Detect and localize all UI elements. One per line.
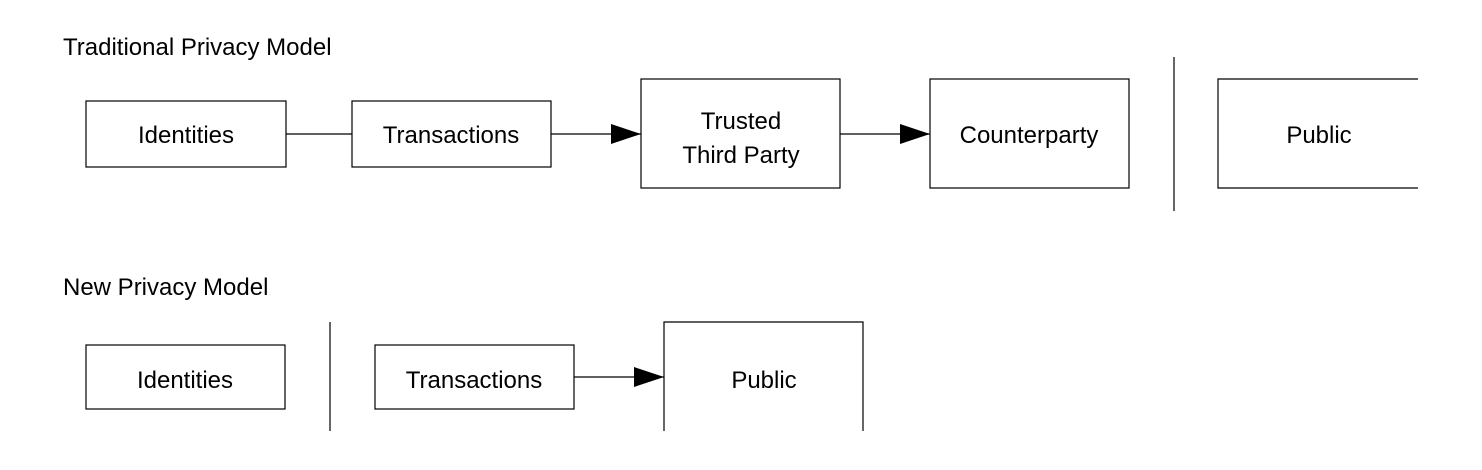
traditional-public-label: Public [1286, 122, 1351, 149]
counterparty-label: Counterparty [960, 122, 1099, 149]
traditional-transactions-label: Transactions [383, 122, 520, 149]
traditional-model-title: Traditional Privacy Model [63, 34, 332, 61]
new-public-box [663, 321, 864, 431]
new-transactions-label: Transactions [406, 367, 543, 394]
new-identities-label: Identities [137, 367, 233, 394]
trusted-third-party-box [640, 78, 841, 189]
traditional-public-box [1217, 78, 1418, 189]
new-model-title: New Privacy Model [63, 274, 268, 301]
new-identities-box [85, 344, 286, 410]
trusted-third-party-label-line1: Trusted [701, 108, 781, 135]
traditional-transactions-box [351, 100, 552, 168]
new-transactions-box [374, 344, 575, 410]
new-public-label: Public [731, 367, 796, 394]
counterparty-box [929, 78, 1130, 189]
traditional-identities-box [85, 100, 287, 168]
trusted-third-party-label-line2: Third Party [682, 142, 799, 169]
traditional-identities-label: Identities [138, 122, 234, 149]
